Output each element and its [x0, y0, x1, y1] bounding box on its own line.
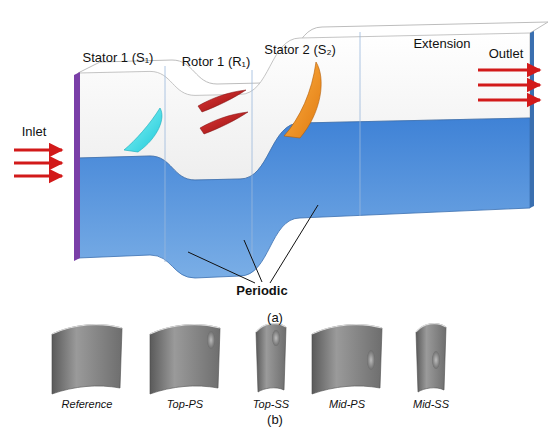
domain-label: Extension	[413, 37, 470, 51]
port-label: Outlet	[489, 47, 524, 61]
blade-surface	[150, 325, 220, 394]
outlet-face	[530, 31, 534, 208]
blade-edge	[312, 325, 382, 334]
row-label: Rotor 1 (R₁)	[182, 55, 251, 69]
blade-edge	[52, 325, 122, 334]
surface-bump	[272, 330, 280, 346]
surface-bump	[207, 331, 215, 349]
stator-blade	[284, 62, 321, 138]
flow-arrow	[478, 99, 540, 102]
flow-arrow	[14, 175, 62, 178]
boundary-label: Periodic	[236, 284, 287, 298]
row-label: Stator 1 (S₁)	[83, 51, 154, 65]
port-label: Inlet	[22, 125, 47, 139]
flow-arrow	[14, 162, 62, 165]
blade-surface	[416, 324, 446, 392]
surface-bump	[367, 350, 375, 370]
blade-surface	[312, 325, 382, 394]
case-label: Top-SS	[253, 398, 289, 410]
case-label: Mid-PS	[329, 398, 365, 410]
blade-surface	[256, 324, 286, 392]
stator-blade	[124, 108, 162, 152]
rotor-blade	[198, 90, 246, 112]
surface-bump	[432, 351, 440, 369]
leader-line	[244, 240, 262, 282]
leader-line	[270, 205, 318, 283]
row-label: Stator 2 (S₂)	[264, 43, 336, 57]
domain-interface	[252, 70, 253, 262]
flow-arrow	[14, 149, 62, 152]
panel-label: (a)	[267, 311, 283, 325]
rotor-blade	[200, 112, 248, 134]
blade-edge	[416, 324, 446, 332]
blade-surface	[52, 325, 122, 394]
inlet-face	[74, 72, 80, 261]
case-label: Mid-SS	[413, 398, 449, 410]
case-label: Reference	[62, 398, 113, 410]
flow-arrow	[478, 84, 540, 87]
leader-line	[188, 252, 255, 283]
panel-label: (b)	[267, 413, 283, 427]
case-label: Top-PS	[167, 398, 203, 410]
domain-interface	[165, 66, 166, 262]
domain-interface	[360, 32, 361, 216]
flow-arrow	[478, 69, 540, 72]
